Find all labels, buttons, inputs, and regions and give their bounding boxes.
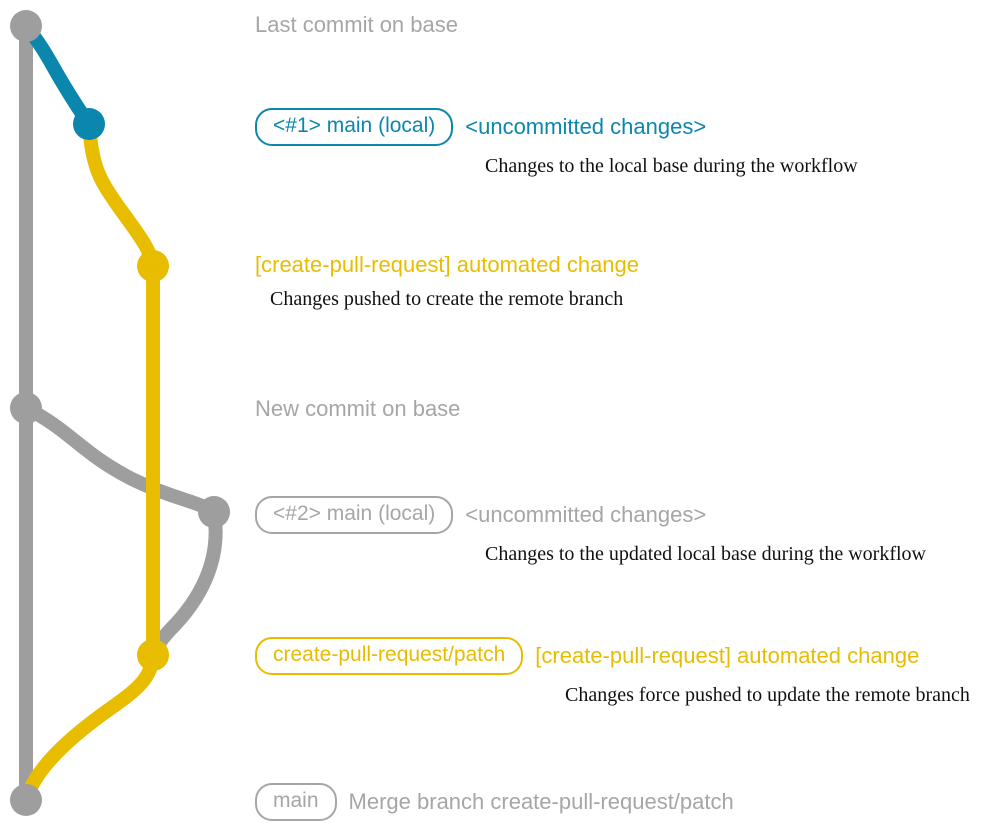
ref-badge-main[interactable]: main [255, 783, 337, 821]
commit-body: Changes pushed to create the remote bran… [270, 288, 624, 310]
commit-headline: create-pull-request/patch [create-pull-r… [255, 637, 970, 675]
ref-badge-create-pull-request-patch[interactable]: create-pull-request/patch [255, 637, 524, 675]
edge-local1-to-automated1 [82, 117, 160, 273]
node-local-main-2[interactable] [198, 496, 230, 528]
commit-row-merge-commit: main Merge branch create-pull-request/pa… [255, 783, 734, 821]
commit-headline: main Merge branch create-pull-request/pa… [255, 783, 734, 821]
commit-headline: Last commit on base [255, 12, 458, 38]
edge-patch-to-merge [19, 648, 160, 807]
commit-body: Changes force pushed to update the remot… [565, 684, 970, 706]
node-merge-commit[interactable] [10, 784, 42, 816]
commit-subject: [create-pull-request] automated change [255, 252, 640, 277]
ref-badge-local-main-2[interactable]: <#2> main (local) [255, 496, 454, 534]
commit-headline: [create-pull-request] automated change [255, 252, 639, 278]
commit-subject: [create-pull-request] automated change [535, 643, 920, 668]
edge-base-to-local2 [19, 401, 221, 519]
commit-body: Changes to the local base during the wor… [485, 155, 858, 177]
commit-subject: <uncommitted changes> [465, 114, 707, 139]
commit-row-last-commit-on-base: Last commit on base [255, 12, 458, 38]
commit-subject: Merge branch create-pull-request/patch [348, 789, 734, 814]
commit-row-automated-change-1: [create-pull-request] automated change C… [255, 252, 639, 311]
ref-badge-local-main-1[interactable]: <#1> main (local) [255, 108, 454, 146]
node-automated-change-1[interactable] [137, 250, 169, 282]
commit-subject: <uncommitted changes> [465, 502, 707, 527]
edge-local2-to-patch [146, 505, 223, 662]
commit-headline: <#1> main (local) <uncommitted changes> [255, 108, 858, 146]
node-local-main-1[interactable] [73, 108, 105, 140]
commit-subject: New commit on base [255, 396, 461, 421]
edge-base-to-local1 [19, 19, 96, 131]
commit-row-local-main-2: <#2> main (local) <uncommitted changes> … [255, 496, 926, 566]
commit-row-automated-change-2: create-pull-request/patch [create-pull-r… [255, 637, 970, 707]
node-new-commit-on-base[interactable] [10, 392, 42, 424]
commit-subject: Last commit on base [255, 12, 458, 37]
node-automated-change-2[interactable] [137, 639, 169, 671]
commit-body: Changes to the updated local base during… [485, 543, 926, 565]
commit-row-new-commit-on-base: New commit on base [255, 396, 460, 422]
commit-headline: New commit on base [255, 396, 460, 422]
commit-headline: <#2> main (local) <uncommitted changes> [255, 496, 926, 534]
node-last-commit-on-base[interactable] [10, 10, 42, 42]
commit-row-local-main-1: <#1> main (local) <uncommitted changes> … [255, 108, 858, 178]
